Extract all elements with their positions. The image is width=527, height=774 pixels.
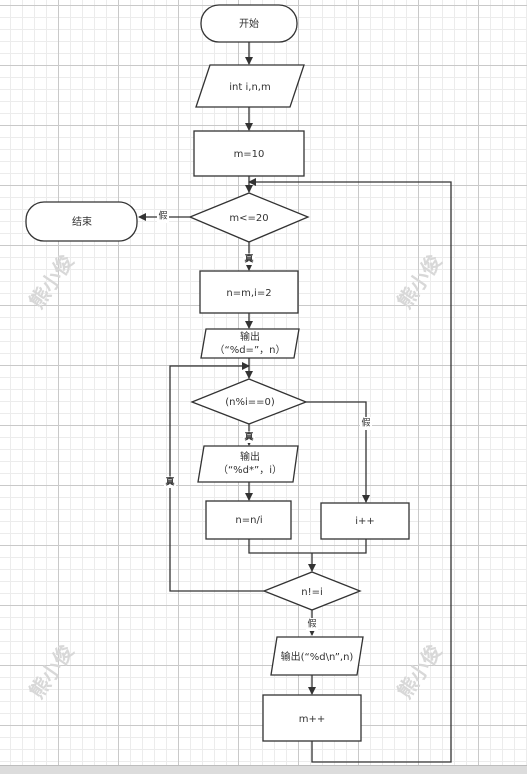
- print2-label-line1: 输出: [240, 450, 260, 463]
- inc-i-label: i++: [355, 516, 375, 527]
- edge-label-m-true: 真: [244, 253, 253, 265]
- edge-label-mod-true: 真: [244, 431, 253, 443]
- assign-process: [199, 270, 299, 314]
- assign-label: n=m,i=2: [226, 288, 271, 299]
- watermark: 熊小俊: [24, 640, 78, 703]
- print2-label-line2: （“%d*”，i）: [218, 464, 282, 476]
- print2-io: [197, 445, 299, 483]
- init-process: [193, 130, 305, 177]
- declare-io: [195, 64, 305, 108]
- watermark: 熊小俊: [24, 250, 78, 313]
- start-label: 开始: [239, 17, 259, 30]
- bottom-scrollbar[interactable]: [0, 765, 527, 774]
- edge-merge: [248, 539, 367, 554]
- inc-m-label: m++: [299, 714, 326, 725]
- edge-outer-loop: [248, 178, 452, 763]
- declare-label: int i,n,m: [229, 82, 270, 93]
- edge-mod-inc: [306, 401, 370, 503]
- cond-mod-label: (n%i==0): [225, 397, 275, 408]
- watermark: 熊小俊: [392, 250, 446, 313]
- cond-ne-label: n!=i: [301, 587, 323, 598]
- edge-label-m-false: 假: [158, 211, 167, 222]
- div-process: [205, 500, 292, 540]
- edge-label-loop-true: 真: [165, 476, 174, 488]
- cond-m-decision: [188, 192, 310, 243]
- print1-label-line1: 输出: [240, 330, 260, 343]
- print1-label-line2: （“%d=”，n）: [215, 344, 286, 356]
- print1-io: [200, 328, 300, 359]
- end-terminal: [25, 201, 138, 242]
- cond-m-label: m<=20: [229, 213, 268, 224]
- cond-ne-decision: [262, 571, 362, 611]
- end-label: 结束: [72, 215, 92, 228]
- print3-io: [270, 636, 364, 676]
- edge-label-ne-false: 假: [307, 619, 316, 630]
- inc-i-process: [320, 502, 410, 540]
- cond-mod-decision: [190, 378, 308, 425]
- print3-label: 输出(“%d\n”,n): [281, 650, 354, 663]
- init-label: m=10: [234, 149, 265, 160]
- watermark: 熊小俊: [392, 640, 446, 703]
- start-terminal: [200, 4, 298, 43]
- div-label: n=n/i: [235, 515, 262, 526]
- edge-label-mod-false: 假: [361, 418, 370, 429]
- inc-m-process: [262, 694, 362, 742]
